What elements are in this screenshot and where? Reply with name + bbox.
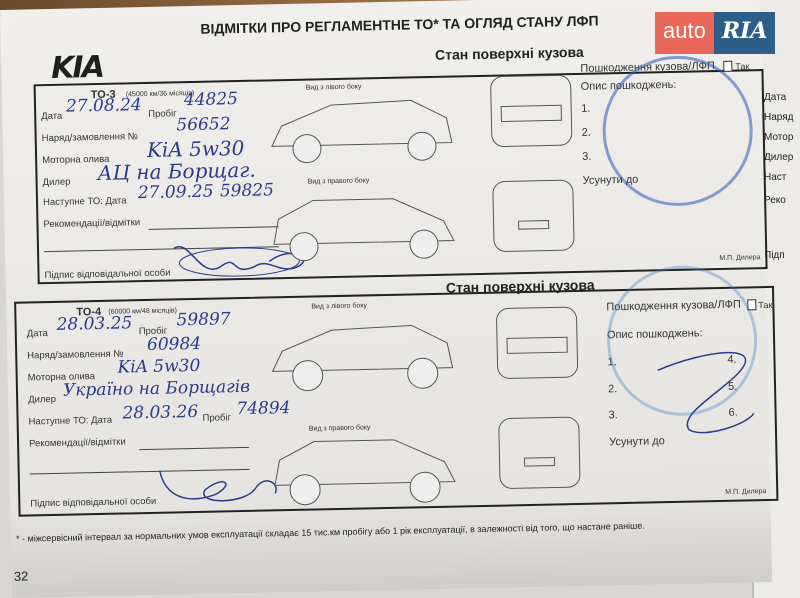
to3-oil: KiA 5w30 — [146, 135, 245, 162]
to3-date: 27.08.24 — [65, 95, 142, 117]
body-state-title: Стан поверхні кузова — [445, 276, 595, 296]
date-label: Дата — [41, 110, 63, 123]
mileage-label: Пробіг — [202, 412, 232, 424]
right-label: Дилер — [764, 152, 794, 163]
car-rear-view-icon — [498, 416, 581, 489]
car-left-view-icon — [271, 99, 453, 164]
damage-item: 3. — [582, 150, 592, 163]
recs-label: Рекомендації/відмітки — [28, 436, 126, 450]
dealer-label: Дилер — [42, 176, 71, 189]
right-label: Наст — [764, 172, 787, 183]
signature-label: Підпис відповідальної особи — [30, 495, 157, 510]
damage-yes-checkbox[interactable] — [723, 60, 733, 72]
to4-box: ТО-4 (60000 км/48 місяців) Дата 28.03.25… — [14, 277, 779, 517]
mp-label: М.П. Дилера — [719, 254, 761, 262]
car-front-view-icon — [496, 306, 579, 379]
dealer-label: Дилер — [28, 393, 57, 406]
to4-oil: KiA 5w30 — [117, 355, 201, 378]
order-label: Наряд/замовлення № — [41, 131, 139, 145]
car-front-view-icon — [490, 74, 573, 147]
right-label: Наряд — [764, 112, 794, 123]
signature-label: Підпис відповідальної особи — [44, 267, 171, 282]
footnote: * - міжсервісний інтервал за нормальних … — [15, 520, 645, 544]
body-state-title: Стан поверхні кузова — [434, 43, 584, 63]
view-left-label: Вид з лівого боку — [311, 302, 368, 311]
order-label: Наряд/замовлення № — [27, 348, 124, 362]
service-book-page: KIA ВІДМІТКИ ПРО РЕГЛАМЕНТНЕ ТО* ТА ОГЛЯ… — [0, 0, 779, 598]
car-right-view-icon — [273, 198, 455, 262]
damage-item: 3. — [608, 409, 618, 422]
page-number: 32 — [13, 568, 29, 584]
to3-next-date: 27.09.25 — [137, 181, 214, 204]
car-left-view-icon — [271, 324, 454, 392]
to4-order: 60984 — [146, 333, 202, 355]
recs-label: Рекомендації/відмітки — [43, 217, 141, 231]
to4-date: 28.03.25 — [56, 313, 133, 335]
right-label: Підп — [764, 250, 785, 261]
signature-scribble — [158, 470, 277, 502]
to3-dealer: АЦ на Борщаг. — [97, 157, 257, 185]
damage-yes-label: Так — [735, 61, 750, 72]
date-label: Дата — [26, 328, 48, 340]
car-right-view-icon — [274, 439, 456, 506]
mp-label: М.П. Дилера — [725, 488, 767, 496]
ink-z-scribble — [657, 351, 755, 434]
next-label: Наступне ТО: Дата — [42, 195, 127, 209]
autoria-watermark: auto RIA — [655, 12, 776, 54]
watermark-auto: auto — [655, 12, 714, 54]
to4-mileage: 59897 — [176, 309, 231, 331]
damage-item: 2. — [607, 383, 618, 396]
next-label: Наступне ТО: Дата — [28, 414, 113, 428]
to3-mileage: 44825 — [183, 89, 239, 111]
right-label: Дата — [764, 92, 787, 103]
to4-dealer: Україно на Борщагів — [62, 376, 251, 401]
to3-order: 56652 — [176, 114, 231, 136]
to4-next-date: 28.03.26 — [122, 401, 199, 424]
mileage-label: Пробіг — [148, 108, 177, 120]
damage-item: 2. — [581, 126, 592, 139]
damage-item: 1. — [581, 102, 591, 115]
to4-next-mileage: 74894 — [236, 398, 291, 420]
right-label: Реко — [764, 195, 786, 206]
watermark-ria: RIA — [713, 12, 776, 54]
to3-box: ТО-3 (45000 км/36 місяців) Дата 27.08.24… — [33, 44, 768, 285]
view-right-label: Вид з правого боку — [307, 177, 370, 186]
page-title: ВІДМІТКИ ПРО РЕГЛАМЕНТНЕ ТО* ТА ОГЛЯД СТ… — [200, 12, 599, 37]
kia-logo: KIA — [50, 49, 104, 86]
damage-yes-label: Так — [758, 299, 773, 311]
right-label: Мотор — [764, 132, 794, 143]
car-rear-view-icon — [492, 179, 575, 252]
